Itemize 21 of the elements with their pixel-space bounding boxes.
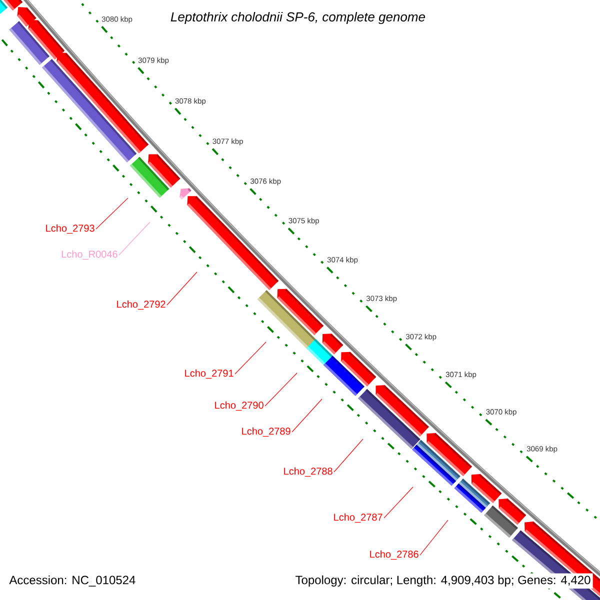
gene-label: Lcho_2788 [284,467,332,477]
gene-label: Lcho_2791 [185,369,234,379]
leader-line [96,198,128,230]
leader-line [264,372,298,406]
leader-line [334,438,364,472]
leader-line [118,222,150,256]
leader-line [420,520,448,556]
leader-line [234,342,266,374]
gene-label: Lcho_2790 [215,401,264,411]
leader-line [292,398,322,432]
gene-label: Lcho_R0046 [62,250,118,260]
leader-line [384,486,414,518]
genome-info-text: Topology: circular; Length: 4,909,403 bp; Genes: 4,420 [293,573,593,589]
gene-label: Lcho_2787 [334,513,382,523]
gene-label: Lcho_2792 [117,300,166,310]
gene-label: Lcho_2786 [370,550,418,560]
map-title: Leptothrix cholodnii SP-6, complete genome [170,12,426,24]
gene-label: Lcho_2789 [242,427,290,437]
gene-label: Lcho_2793 [46,224,94,234]
leader-line [166,272,198,306]
accession-text: Accession: NC_010524 [9,575,136,587]
